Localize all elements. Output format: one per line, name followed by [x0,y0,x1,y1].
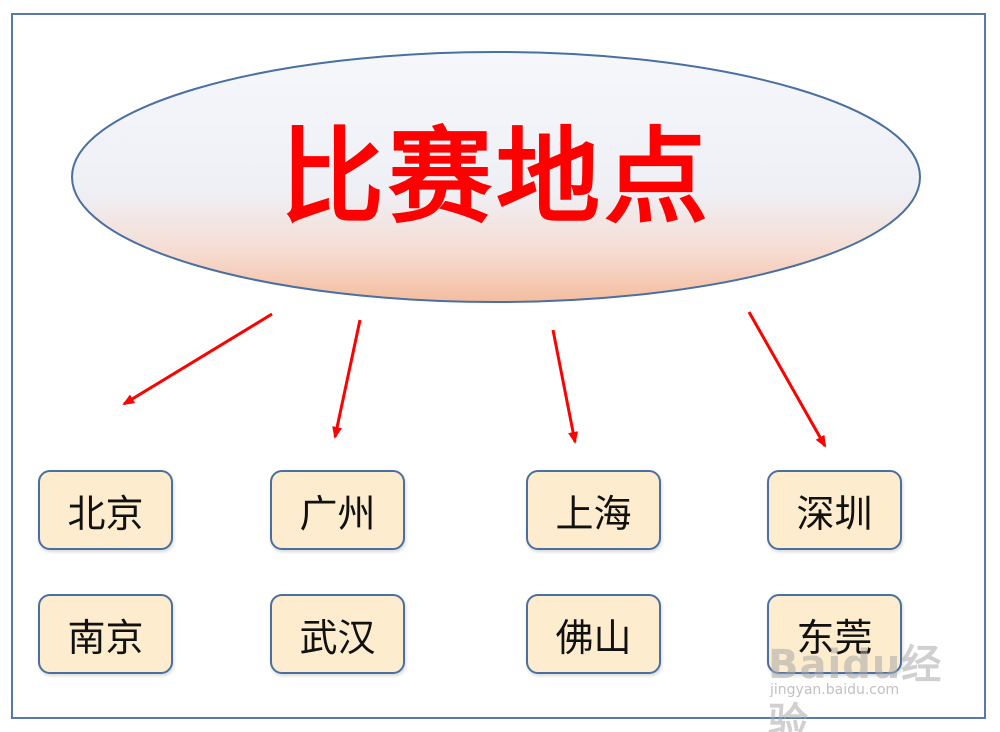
city-box-dongguan: 东莞 [767,594,902,674]
arrow-2 [332,319,362,439]
city-box-foshan: 佛山 [526,594,661,674]
city-box-shanghai: 上海 [526,470,661,550]
city-box-guangzhou: 广州 [270,470,405,550]
city-box-nanjing: 南京 [38,594,173,674]
ellipse-shape [71,51,921,303]
arrow-3 [551,329,578,444]
arrow-4 [747,311,827,448]
city-box-shenzhen: 深圳 [767,470,902,550]
city-box-wuhan: 武汉 [270,594,405,674]
diagram-frame [11,13,986,719]
diagram-title: 比赛地点 [279,115,712,238]
arrow-1 [122,312,273,406]
city-box-beijing: 北京 [38,470,173,550]
title-ellipse: 比赛地点 [70,50,922,304]
